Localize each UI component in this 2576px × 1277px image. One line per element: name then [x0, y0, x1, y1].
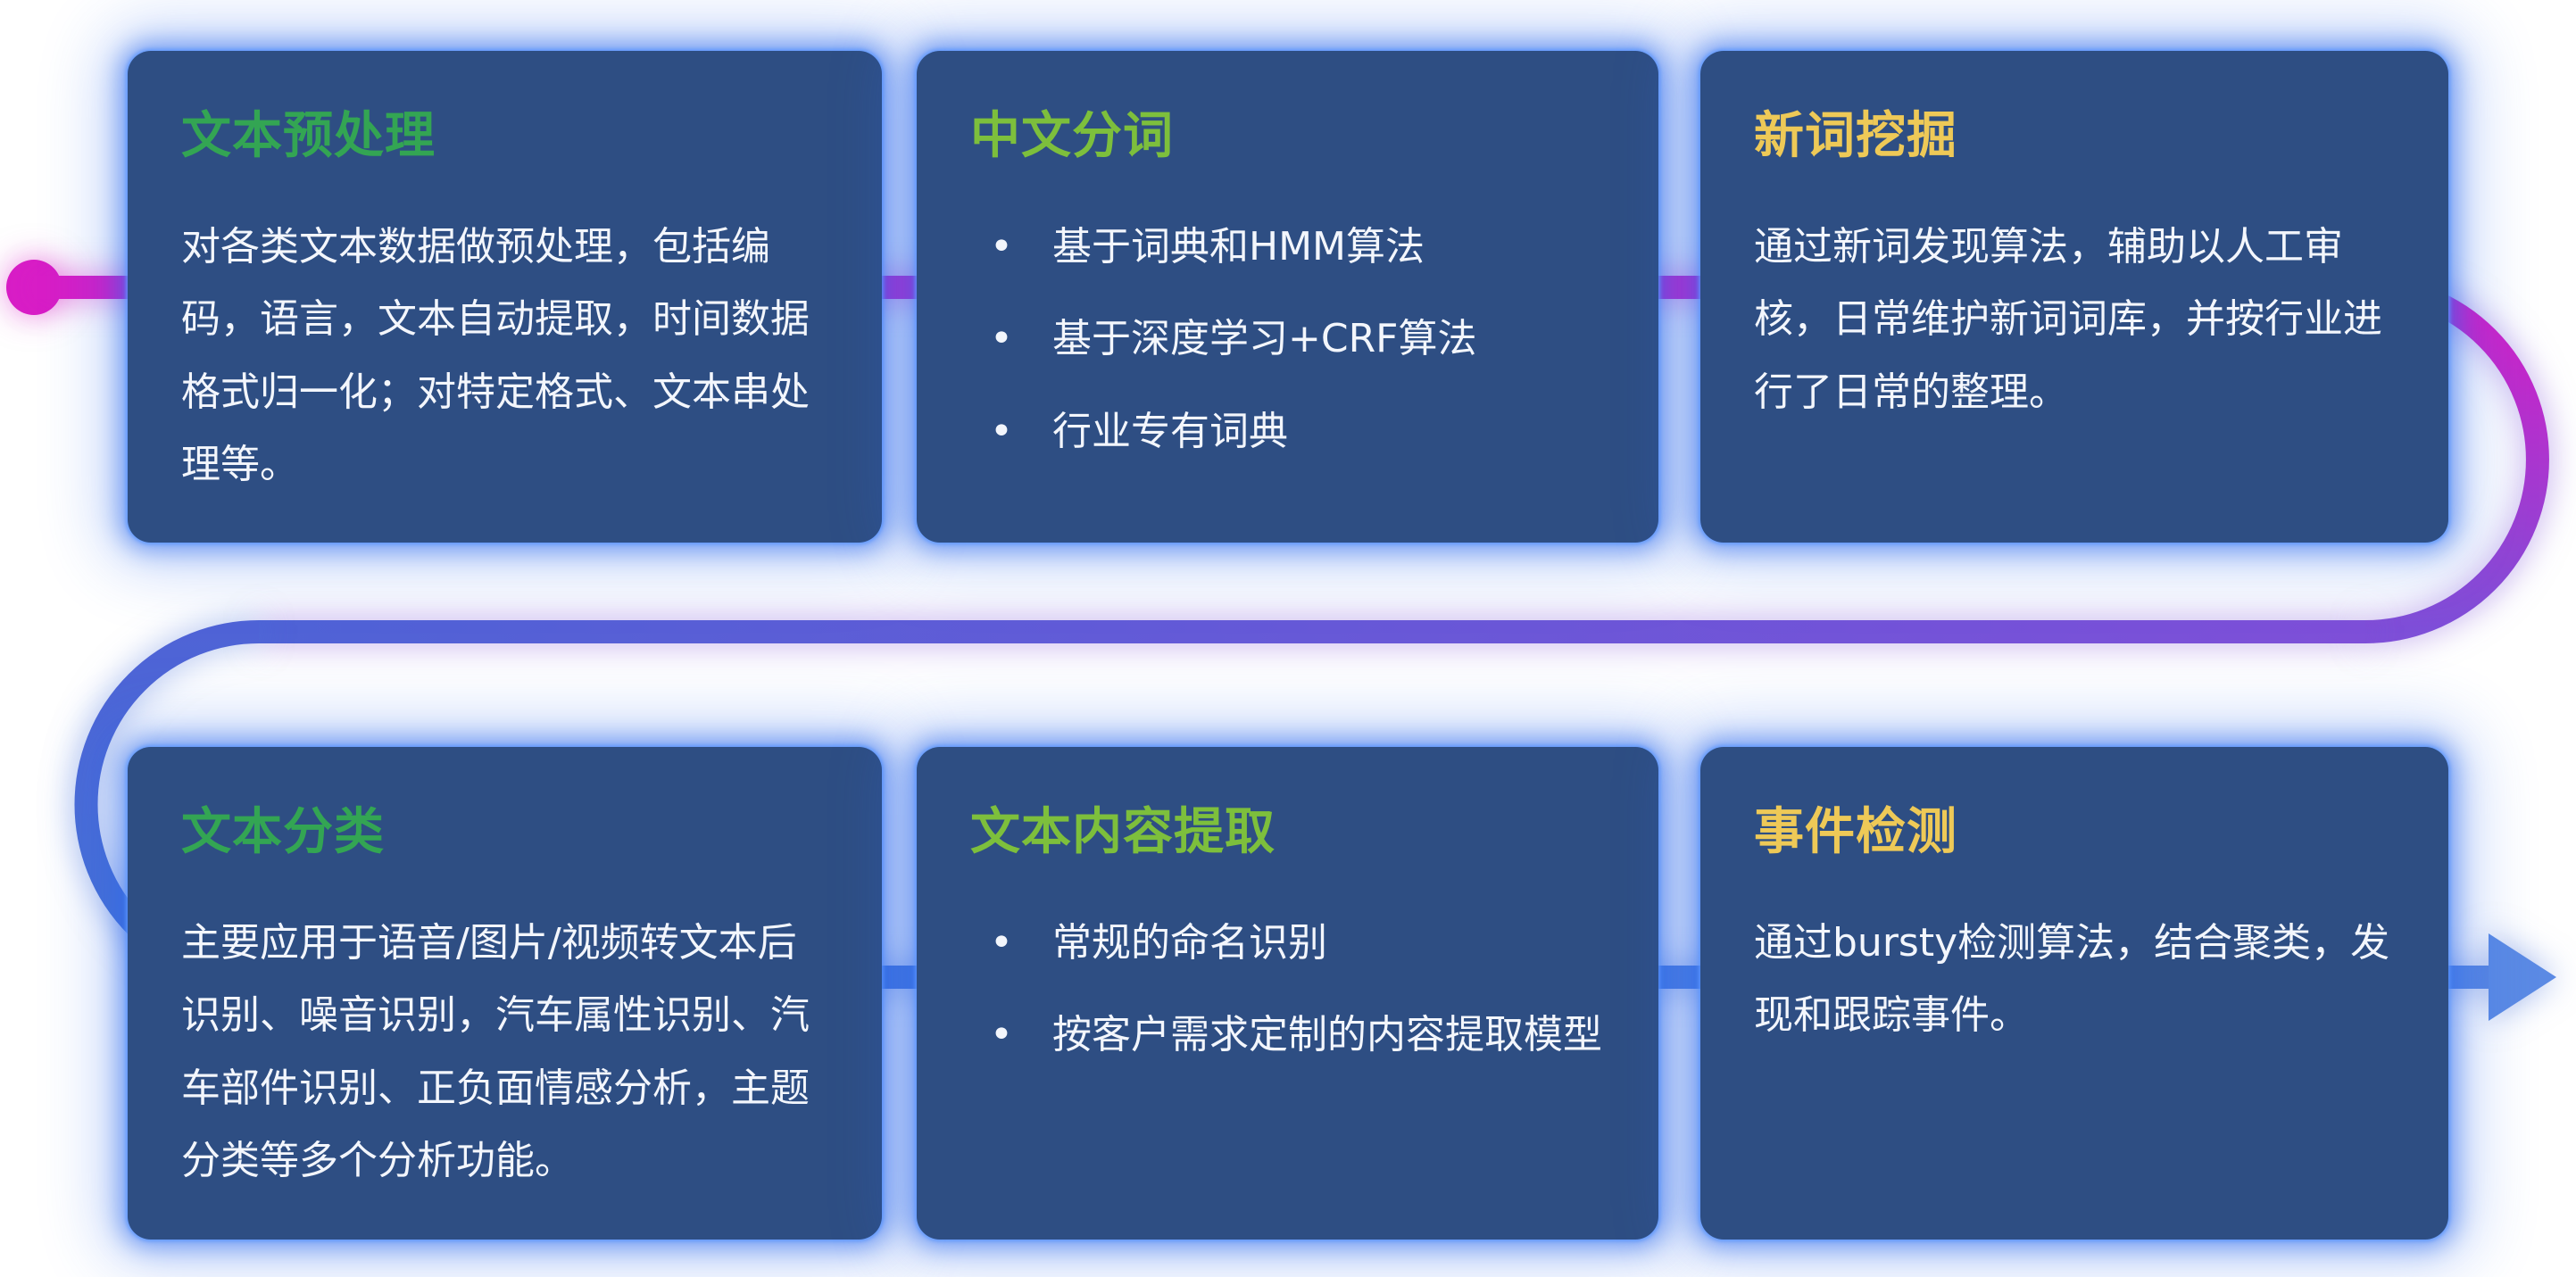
card-title: 文本内容提取 [970, 803, 1276, 861]
card-body: 对各类文本数据做预处理，包括编码，语言，文本自动提取，时间数据格式归一化；对特定… [181, 224, 810, 488]
card-bullet-list: 常规的命名识别 按客户需求定制的内容提取模型 [970, 907, 1605, 1072]
card-chinese-word-segmentation: 中文分词 基于词典和HMM算法 基于深度学习+CRF算法 行业专有词典 [917, 51, 1658, 543]
card-text-classification: 文本分类 主要应用于语音/图片/视频转文本后识别、噪音识别，汽车属性识别、汽车部… [128, 747, 882, 1240]
card-body: 通过bursty检测算法，结合聚类，发现和跟踪事件。 [1754, 920, 2390, 1039]
bullet-item: 基于深度学习+CRF算法 [970, 303, 1605, 376]
bullet-item: 行业专有词典 [970, 395, 1605, 469]
bullet-item: 按客户需求定制的内容提取模型 [970, 999, 1605, 1072]
card-title: 文本分类 [181, 803, 385, 861]
card-body: 主要应用于语音/图片/视频转文本后识别、噪音识别，汽车属性识别、汽车部件识别、正… [181, 920, 810, 1184]
card-text-content-extraction: 文本内容提取 常规的命名识别 按客户需求定制的内容提取模型 [917, 747, 1658, 1240]
bullet-item: 基于词典和HMM算法 [970, 211, 1605, 284]
card-body: 通过新词发现算法，辅助以人工审核，日常维护新词词库，并按行业进行了日常的整理。 [1754, 224, 2382, 415]
card-text-preprocessing: 文本预处理 对各类文本数据做预处理，包括编码，语言，文本自动提取，时间数据格式归… [128, 51, 882, 543]
card-event-detection: 事件检测 通过bursty检测算法，结合聚类，发现和跟踪事件。 [1700, 747, 2448, 1240]
card-title: 新词挖掘 [1754, 107, 1957, 165]
card-title: 中文分词 [970, 107, 1174, 165]
card-bullet-list: 基于词典和HMM算法 基于深度学习+CRF算法 行业专有词典 [970, 211, 1605, 469]
flow-arrow-icon [2489, 933, 2556, 1021]
card-title: 事件检测 [1754, 803, 1957, 861]
card-title: 文本预处理 [181, 107, 436, 165]
card-new-word-mining: 新词挖掘 通过新词发现算法，辅助以人工审核，日常维护新词词库，并按行业进行了日常… [1700, 51, 2448, 543]
bullet-item: 常规的命名识别 [970, 907, 1605, 980]
